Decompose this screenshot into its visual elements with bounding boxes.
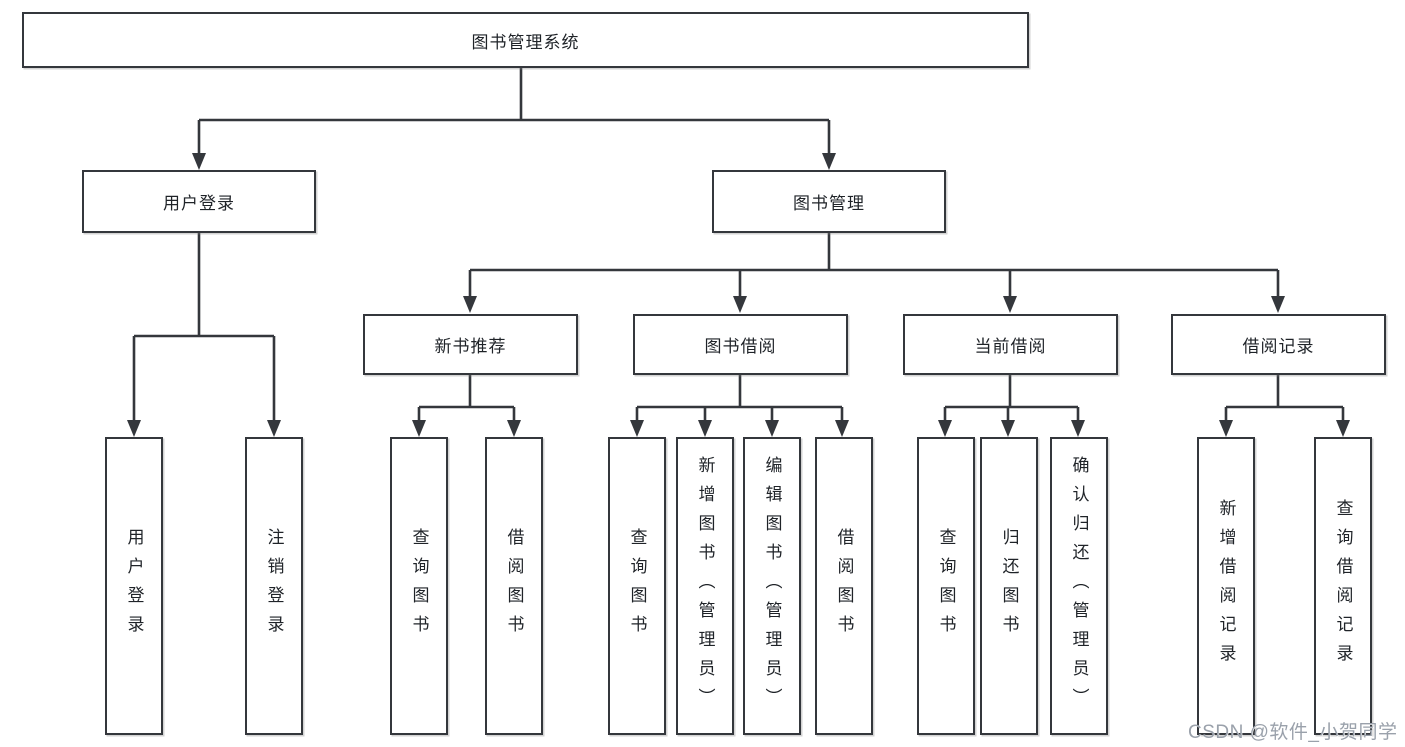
- node-confirm-return-admin-label: 确认归还（管理员）: [1069, 455, 1089, 717]
- node-library-system-label: 图书管理系统: [471, 32, 580, 52]
- node-user-login-action-label: 用户登录: [124, 528, 144, 644]
- arrowhead: [733, 296, 747, 313]
- node-return-book-label: 归还图书: [999, 528, 1019, 644]
- arrowhead: [507, 420, 521, 437]
- node-query-book-current-label: 查询图书: [936, 528, 956, 644]
- node-borrow-book-recommend-label: 借阅图书: [504, 528, 524, 644]
- node-return-book: 归还图书: [980, 437, 1038, 735]
- csdn-watermark: CSDN @软件_小贺同学: [1188, 722, 1398, 743]
- node-add-book-admin: 新增图书（管理员）: [676, 437, 734, 735]
- node-borrow-book: 借阅图书: [815, 437, 873, 735]
- arrowhead: [127, 420, 141, 437]
- node-current-borrow: 当前借阅: [903, 314, 1118, 375]
- node-book-borrow: 图书借阅: [633, 314, 848, 375]
- node-new-book-recommend-label: 新书推荐: [434, 337, 507, 356]
- node-query-book-current: 查询图书: [917, 437, 975, 735]
- node-user-login: 用户登录: [82, 170, 316, 233]
- node-book-management: 图书管理: [712, 170, 946, 233]
- node-new-book-recommend: 新书推荐: [363, 314, 578, 375]
- arrowhead: [1336, 420, 1350, 437]
- arrowhead: [1219, 420, 1233, 437]
- node-logout-action: 注销登录: [245, 437, 303, 735]
- arrowhead: [822, 153, 836, 170]
- node-edit-book-admin: 编辑图书（管理员）: [743, 437, 801, 735]
- node-add-borrow-record-label: 新增借阅记录: [1216, 499, 1236, 673]
- node-book-borrow-label: 图书借阅: [704, 337, 777, 356]
- node-user-login-action: 用户登录: [105, 437, 163, 735]
- node-book-management-label: 图书管理: [793, 194, 865, 213]
- node-user-login-label: 用户登录: [163, 194, 235, 213]
- arrowhead: [698, 420, 712, 437]
- node-query-book-borrow: 查询图书: [608, 437, 666, 735]
- node-query-book-recommend-label: 查询图书: [409, 528, 429, 644]
- arrowhead: [1003, 296, 1017, 313]
- arrowhead: [192, 153, 206, 170]
- node-borrow-book-label: 借阅图书: [834, 528, 854, 644]
- arrowhead: [412, 420, 426, 437]
- arrowhead: [463, 296, 477, 313]
- arrowhead: [630, 420, 644, 437]
- arrowhead: [267, 420, 281, 437]
- node-borrow-records: 借阅记录: [1171, 314, 1386, 375]
- node-query-book-borrow-label: 查询图书: [627, 528, 647, 644]
- node-current-borrow-label: 当前借阅: [974, 337, 1047, 356]
- node-borrow-records-label: 借阅记录: [1242, 337, 1315, 356]
- arrowhead: [1071, 420, 1085, 437]
- node-add-borrow-record: 新增借阅记录: [1197, 437, 1255, 735]
- node-confirm-return-admin: 确认归还（管理员）: [1050, 437, 1108, 735]
- arrowhead: [1271, 296, 1285, 313]
- node-logout-action-label: 注销登录: [264, 528, 284, 644]
- node-query-borrow-record: 查询借阅记录: [1314, 437, 1372, 735]
- node-query-borrow-record-label: 查询借阅记录: [1333, 499, 1353, 673]
- arrowhead: [765, 420, 779, 437]
- node-borrow-book-recommend: 借阅图书: [485, 437, 543, 735]
- arrowhead: [835, 420, 849, 437]
- node-edit-book-admin-label: 编辑图书（管理员）: [762, 455, 782, 717]
- arrowhead: [1001, 420, 1015, 437]
- node-add-book-admin-label: 新增图书（管理员）: [695, 455, 715, 717]
- node-query-book-recommend: 查询图书: [390, 437, 448, 735]
- arrowhead: [938, 420, 952, 437]
- node-library-system: 图书管理系统: [22, 12, 1029, 68]
